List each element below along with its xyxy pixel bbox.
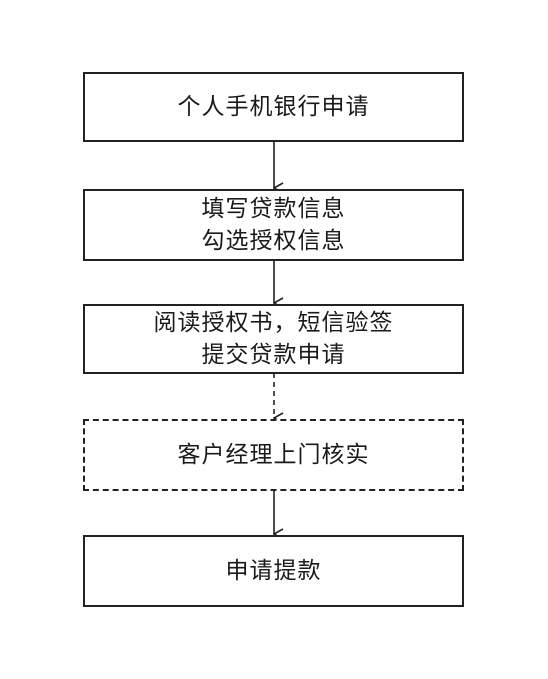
step-4-line-1: 客户经理上门核实	[177, 442, 370, 468]
step-box-read-authorization: 阅读授权书，短信验签 提交贷款申请	[83, 304, 464, 374]
step-1-line-1: 个人手机银行申请	[177, 94, 370, 120]
step-box-fill-loan-info: 填写贷款信息 勾选授权信息	[83, 189, 464, 261]
step-3-line-1: 阅读授权书，短信验签	[153, 310, 394, 336]
step-3-line-2: 提交贷款申请	[201, 342, 346, 368]
step-box-mobile-banking-apply: 个人手机银行申请	[83, 72, 464, 142]
step-2-line-2: 勾选授权信息	[201, 228, 346, 254]
step-box-apply-withdrawal: 申请提款	[83, 535, 464, 607]
step-box-manager-visit: 客户经理上门核实	[83, 419, 464, 491]
step-2-line-1: 填写贷款信息	[201, 196, 346, 222]
step-5-line-1: 申请提款	[225, 558, 322, 584]
